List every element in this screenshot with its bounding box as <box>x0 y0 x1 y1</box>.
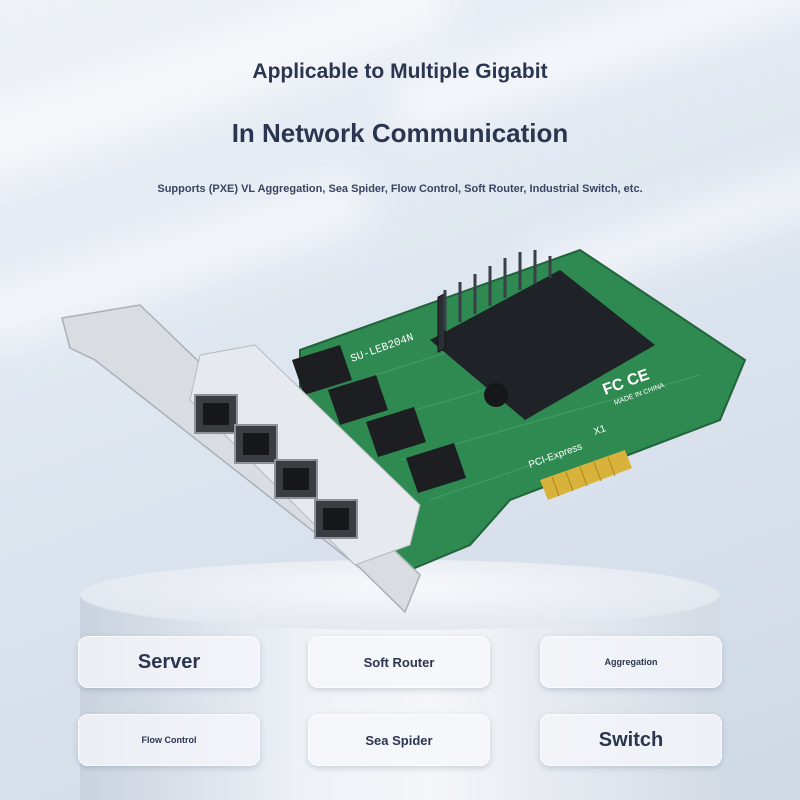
tag-label: Sea Spider <box>365 732 433 748</box>
tag-aggregation: Aggregation <box>540 636 722 688</box>
transformer-chips <box>292 345 466 493</box>
headline-subtitle: Supports (PXE) VL Aggregation, Sea Spide… <box>157 183 643 195</box>
tag-label: Server <box>137 650 201 673</box>
tag-label: Flow Control <box>141 735 197 745</box>
tag-soft-router: Soft Router <box>308 636 490 688</box>
tag-server: Server <box>78 636 260 688</box>
gold-finger-contacts <box>540 450 632 500</box>
headline-line2: In Network Communication <box>231 118 569 148</box>
card-slot-label: X1 <box>592 423 608 438</box>
tag-label: Aggregation <box>604 657 658 667</box>
tag-switch: Switch <box>540 714 722 766</box>
tag-label: Switch <box>598 728 664 751</box>
headline-line1: Applicable to Multiple Gigabit <box>252 60 548 83</box>
rj45-ports <box>194 394 358 539</box>
tag-sea-spider: Sea Spider <box>308 714 490 766</box>
tag-label: Soft Router <box>363 654 435 670</box>
tag-flow-control: Flow Control <box>78 714 260 766</box>
heatsink <box>430 250 655 420</box>
